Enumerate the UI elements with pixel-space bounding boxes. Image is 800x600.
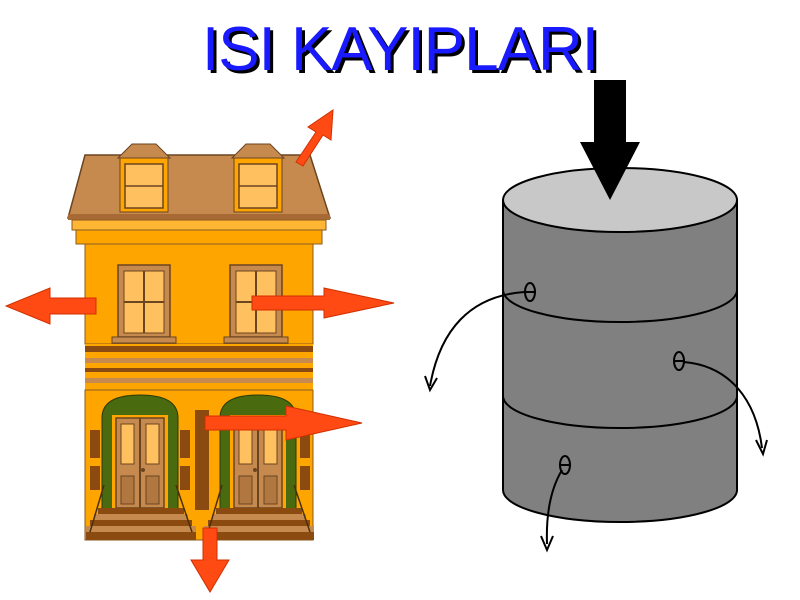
side-window [90,466,100,490]
slide-title: ISI KAYIPLARI [202,15,599,84]
right-lower-heat-arrow [204,405,363,441]
side-window [300,466,310,490]
house-icon [67,143,332,541]
hole-icon [524,282,685,475]
side-window [300,430,310,458]
house-stripe-band [85,344,313,390]
right-upper-heat-arrow [251,287,395,319]
center-pillar [195,410,209,510]
roof-heat-arrow [295,109,334,167]
barrel-rib-upper [502,289,738,323]
ground-heat-arrow [190,527,230,593]
leak-stream-bottom [545,469,563,545]
dormer-left [116,143,172,213]
house-cornice [71,219,327,231]
side-window [180,430,190,458]
door-right [219,394,297,511]
leak-stream-right [683,361,763,449]
barrel-body [502,199,738,523]
dormer-right [230,143,286,213]
roof-eave [68,214,330,220]
side-window [90,430,100,458]
pressure-down-arrow [580,80,640,200]
side-window [180,466,190,490]
house-steps [86,484,314,540]
house-roof [67,154,332,219]
upper-window-left [111,264,177,344]
leak-stream-left [429,291,525,387]
heat-loss-arrow-icon [4,109,395,593]
left-heat-arrow [4,287,97,325]
leak-arrow-icon [424,291,768,553]
barrel-rib-lower [502,395,738,429]
door-left [101,394,179,511]
barrel-icon [502,167,738,523]
